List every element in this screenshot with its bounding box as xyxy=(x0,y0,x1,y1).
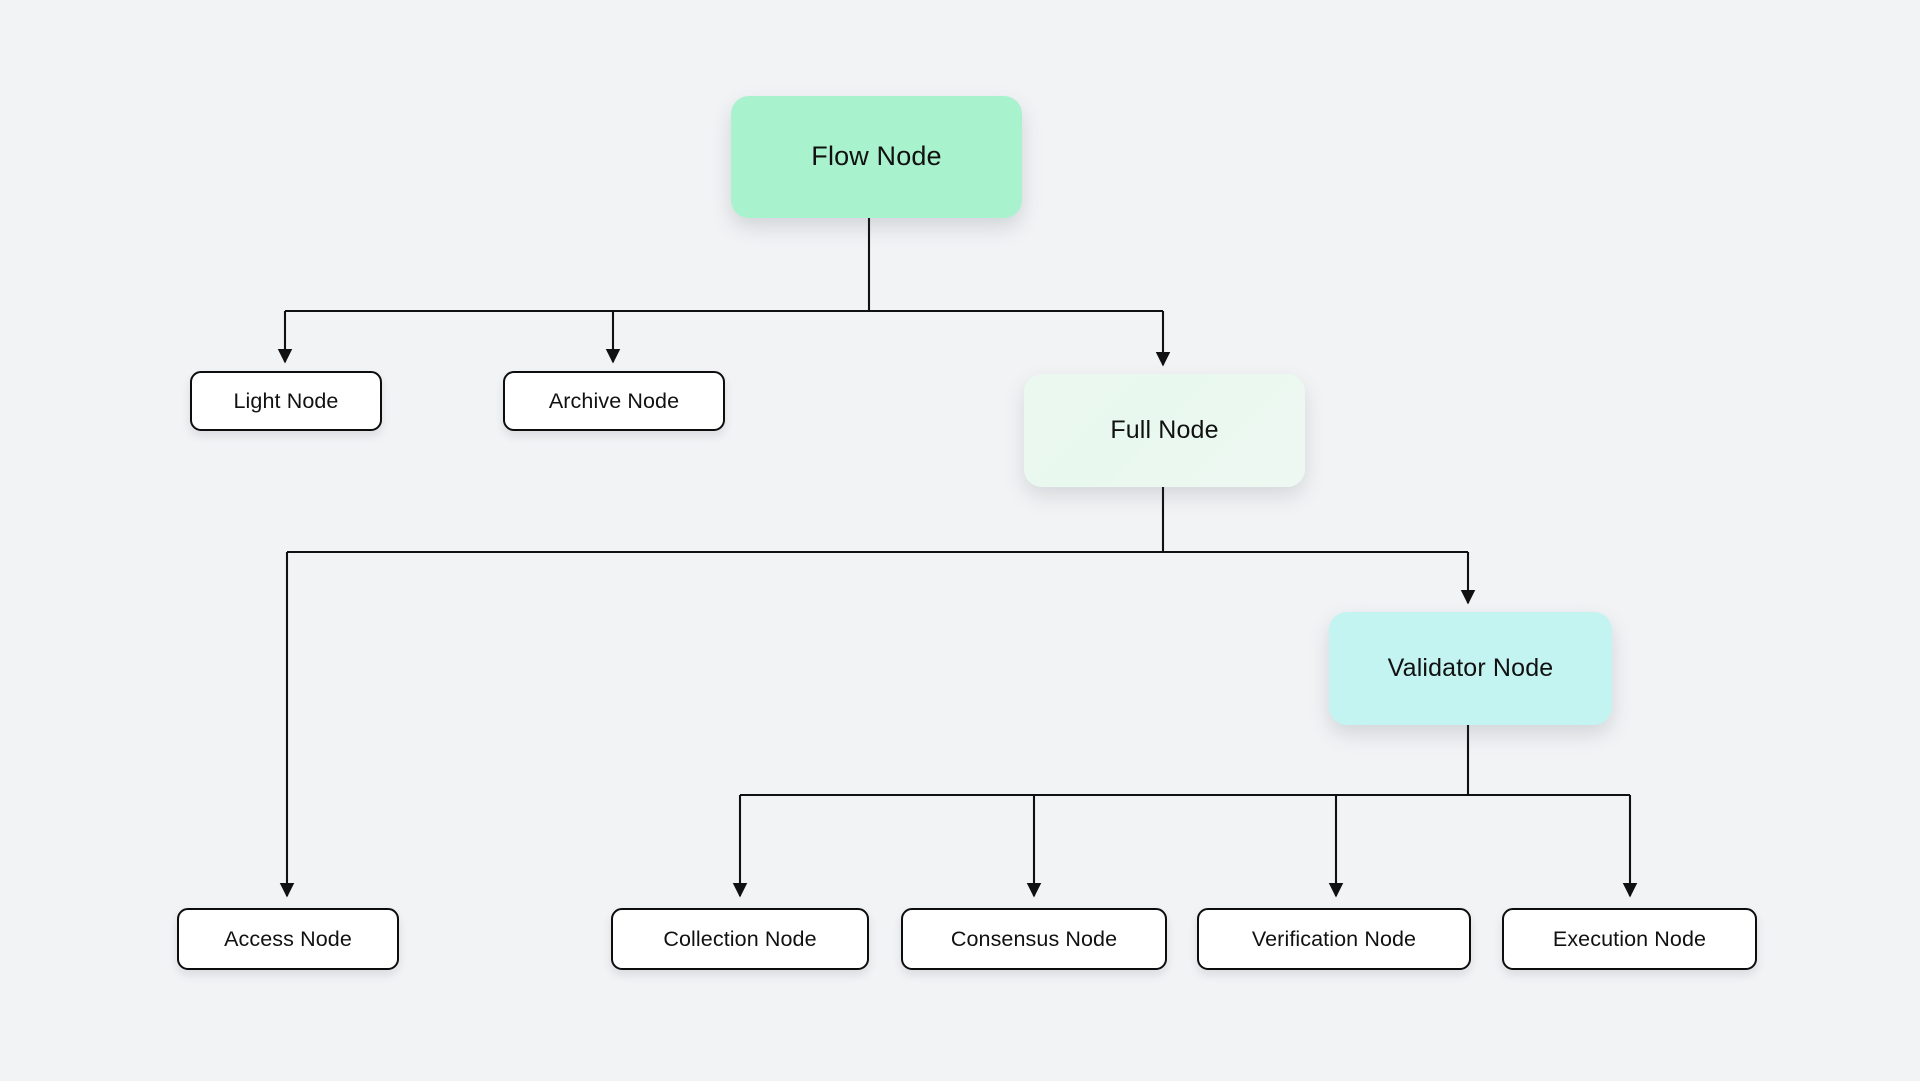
node-execution[interactable]: Execution Node xyxy=(1502,908,1757,970)
node-collection-label: Collection Node xyxy=(663,926,817,951)
node-flow[interactable]: Flow Node xyxy=(731,96,1022,218)
node-verification[interactable]: Verification Node xyxy=(1197,908,1471,970)
node-execution-label: Execution Node xyxy=(1552,926,1707,951)
node-full-label: Full Node xyxy=(1110,416,1219,445)
node-archive[interactable]: Archive Node xyxy=(503,371,725,431)
node-validator-label: Validator Node xyxy=(1387,654,1554,683)
node-verification-label: Verification Node xyxy=(1251,926,1417,951)
node-consensus[interactable]: Consensus Node xyxy=(901,908,1167,970)
node-full[interactable]: Full Node xyxy=(1024,374,1305,487)
node-light[interactable]: Light Node xyxy=(190,371,382,431)
node-light-label: Light Node xyxy=(233,388,339,413)
node-validator[interactable]: Validator Node xyxy=(1329,612,1612,725)
node-access[interactable]: Access Node xyxy=(177,908,399,970)
node-flow-label: Flow Node xyxy=(811,141,942,172)
node-collection[interactable]: Collection Node xyxy=(611,908,869,970)
node-access-label: Access Node xyxy=(224,926,352,951)
node-consensus-label: Consensus Node xyxy=(950,926,1118,951)
node-archive-label: Archive Node xyxy=(548,388,680,413)
